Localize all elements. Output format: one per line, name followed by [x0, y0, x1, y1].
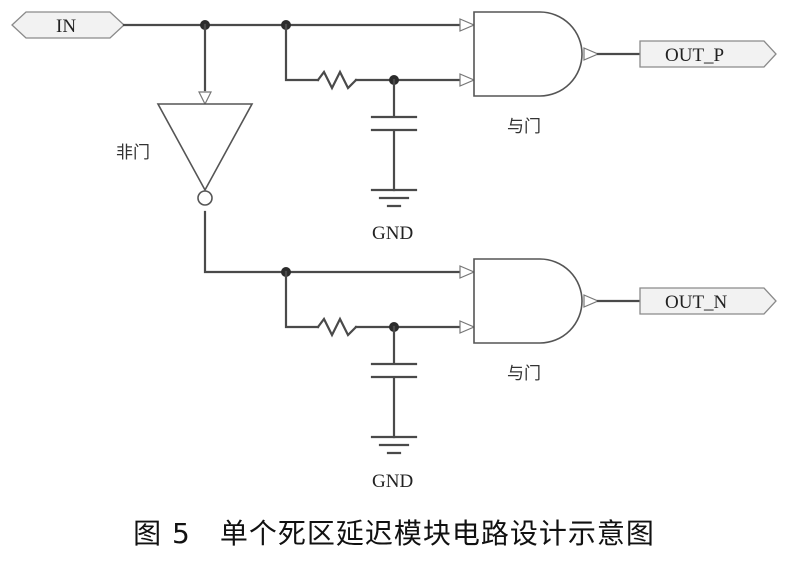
- input-port-in: IN: [11, 11, 125, 39]
- ground-label-top: GND: [372, 223, 413, 244]
- dead-zone-delay-circuit-diagram: IN GND 与门 OUT_P 非门: [11, 11, 777, 492]
- output-port-n-label: OUT_N: [665, 292, 728, 313]
- and-gate-top-label: 与门: [507, 117, 541, 137]
- bottom-capacitor-wire: [370, 325, 418, 439]
- bottom-and-input-a-arrow: [459, 265, 476, 279]
- inverted-wire: [203, 210, 462, 274]
- output-port-p-label: OUT_P: [665, 45, 724, 66]
- and-gate-top: [473, 11, 600, 97]
- bottom-and-input-b-arrow: [459, 320, 476, 334]
- inverter-input-arrow: [198, 91, 212, 106]
- top-resistor: [316, 69, 358, 91]
- top-rc-branch-wire: [284, 23, 320, 82]
- output-port-out-p: OUT_P: [639, 40, 777, 68]
- top-and-input-a-arrow: [459, 18, 476, 32]
- ground-label-bottom: GND: [372, 471, 413, 492]
- not-gate: [156, 103, 254, 206]
- top-capacitor-wire: [370, 78, 418, 192]
- bottom-rc-branch-wire: [284, 270, 320, 329]
- figure-caption: 图 5 单个死区延迟模块电路设计示意图: [133, 517, 655, 550]
- ground-symbol-bottom: [370, 435, 418, 455]
- and-gate-bottom-label: 与门: [507, 364, 541, 384]
- output-port-out-n: OUT_N: [639, 287, 777, 315]
- not-gate-label: 非门: [116, 143, 150, 163]
- ground-symbol-top: [370, 188, 418, 208]
- top-and-input-b-arrow: [459, 73, 476, 87]
- input-port-label: IN: [56, 16, 76, 37]
- bottom-resistor: [316, 316, 358, 338]
- and-gate-bottom: [473, 258, 600, 344]
